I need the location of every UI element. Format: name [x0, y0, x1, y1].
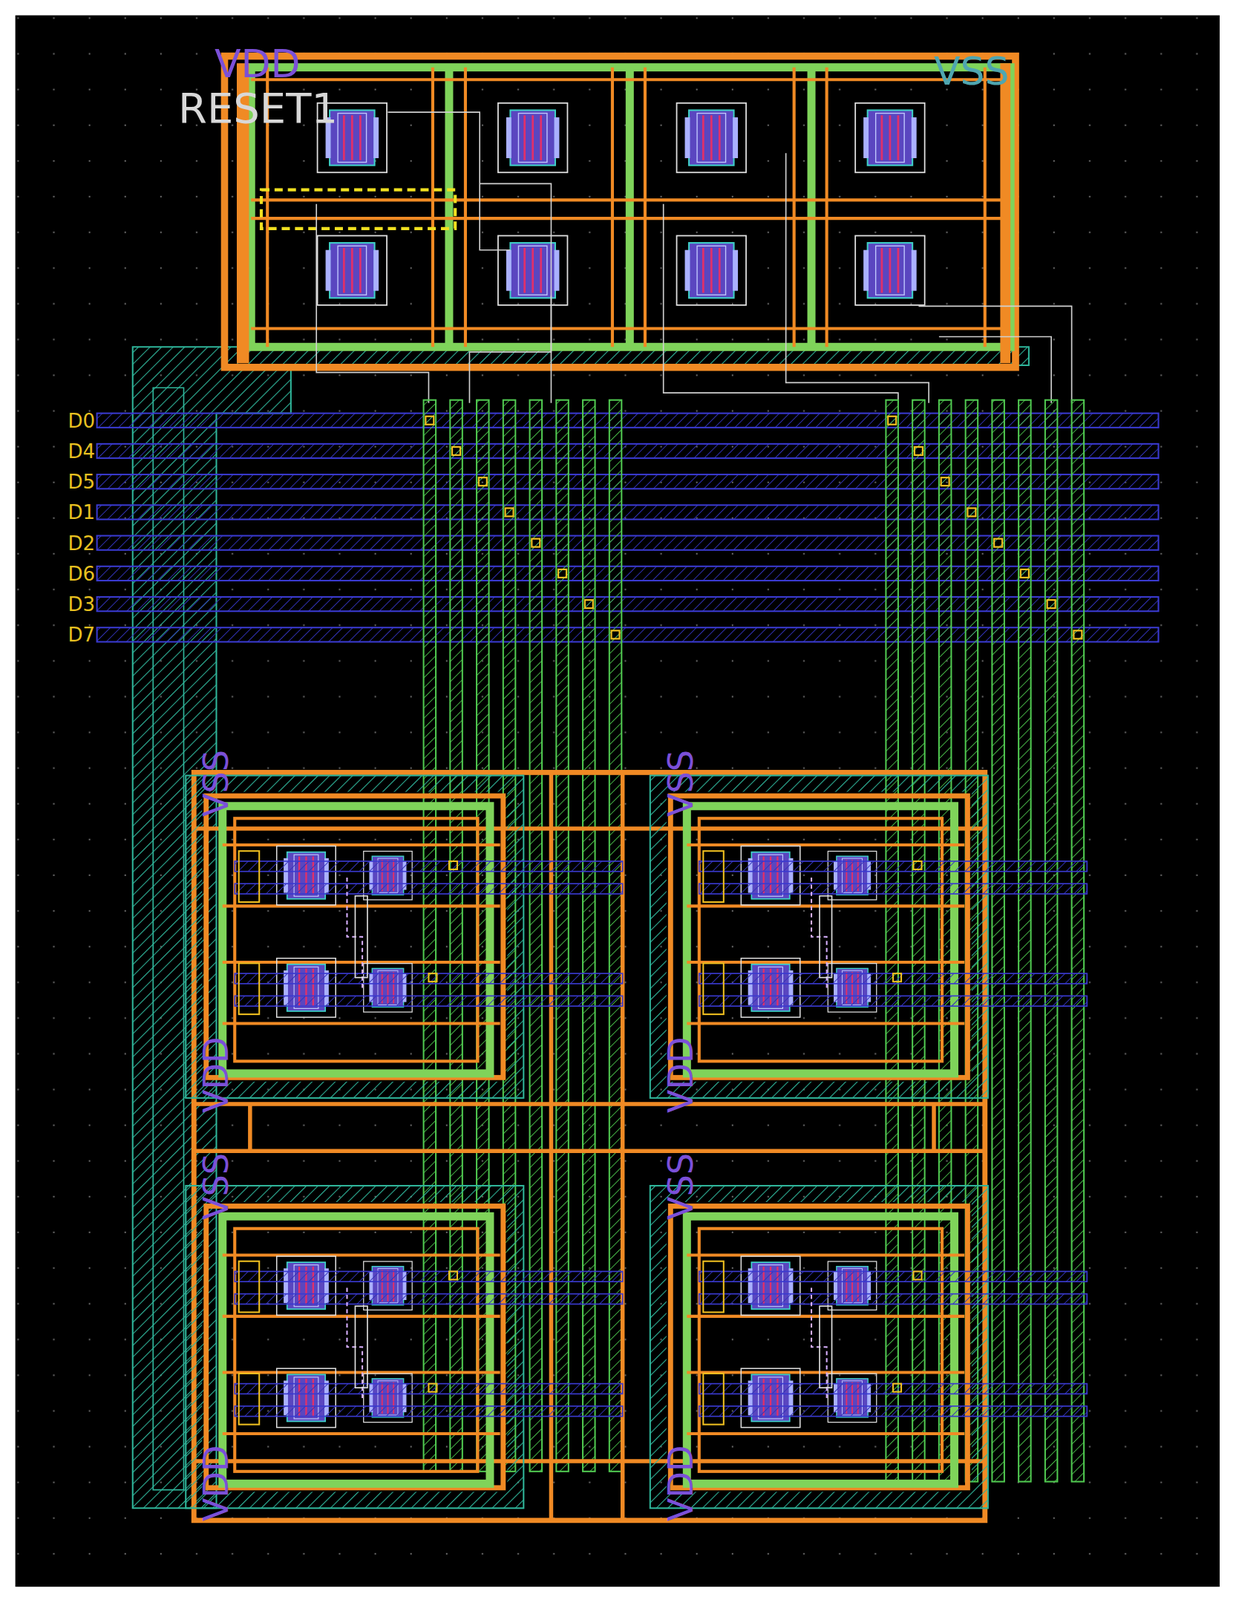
power-label: VSS [933, 51, 1010, 91]
power-label: VSS [663, 1152, 698, 1220]
power-label: VSS [663, 749, 698, 817]
power-label: VDD [198, 1445, 234, 1522]
power-label: VSS [198, 749, 234, 817]
power-label: VDD [198, 1037, 234, 1113]
power-label: VDD [214, 44, 301, 84]
power-label: VSS [198, 1152, 234, 1220]
pin-label: D3 [67, 594, 96, 614]
signal-label: RESET1 [178, 87, 338, 130]
pin-label: D5 [67, 472, 96, 492]
pin-label: D0 [67, 411, 96, 431]
power-label: VDD [663, 1037, 698, 1113]
pin-label: D4 [67, 441, 96, 461]
pin-label: D6 [67, 564, 96, 584]
power-label: VDD [663, 1445, 698, 1522]
pin-label: D1 [67, 502, 96, 522]
pin-label: D7 [67, 625, 96, 645]
pin-label: D2 [67, 533, 96, 554]
